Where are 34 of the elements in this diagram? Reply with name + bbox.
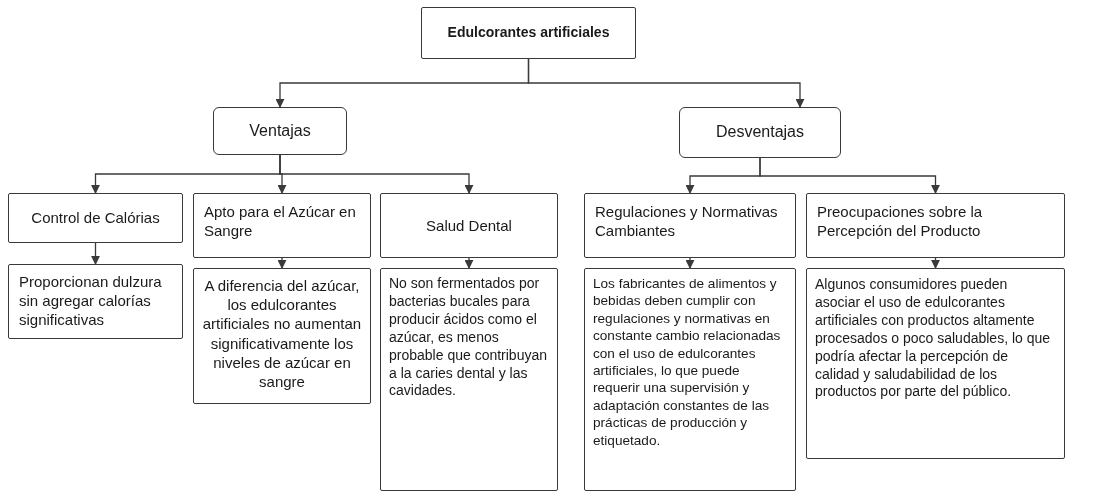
arrow xyxy=(931,257,940,269)
node-text: Desventajas xyxy=(715,122,804,143)
description-box xyxy=(380,268,558,491)
title-box xyxy=(421,7,636,59)
node-text: Los fabricantes de alimentos y bebidas deben cumplir con regulaciones y normativas en constante cambio relacionadas con el uso de edulcorantes artificiales, lo que puede requerir una supervisión y adaptación constantes de las prácticas de producción y etiquetado. xyxy=(593,275,782,449)
node-text: No son fermentados por bacterias bucales para producir ácidos como el azúcar, es menos probable que contribuyan a la caries dental y las cavidades. xyxy=(389,275,548,401)
arrow xyxy=(277,257,287,269)
description-box xyxy=(584,268,796,491)
arrow xyxy=(759,157,940,194)
node-text: Edulcorantes artificiales xyxy=(447,24,610,42)
arrow xyxy=(91,242,100,265)
category-box xyxy=(679,107,841,158)
node-text: Algunos consumidores pueden asociar el uso de edulcorantes artificiales con productos altamente procesados o poco saludables, lo que podría afectar la percepción de calidad y saludabilidad de los productos por parte del público. xyxy=(815,276,1052,402)
heading-box xyxy=(584,193,796,258)
heading-box xyxy=(193,193,371,258)
description-box xyxy=(806,268,1065,459)
description-box xyxy=(8,264,183,339)
node-text: A diferencia del azúcar, los edulcorantes artificiales no aumentan significativamente los niveles de azúcar en sangre xyxy=(202,276,362,392)
node-text: Regulaciones y Normativas Cambiantes xyxy=(595,202,779,241)
arrow xyxy=(685,257,695,269)
node-text: Ventajas xyxy=(249,120,311,141)
heading-box xyxy=(380,193,558,258)
node-text: Proporcionan dulzura sin agregar calorías significativas xyxy=(19,272,163,330)
node-text: Apto para el Azúcar en Sangre xyxy=(204,202,357,241)
arrow xyxy=(527,58,805,108)
arrow xyxy=(279,154,474,194)
node-text: Salud Dental xyxy=(426,215,512,236)
heading-box xyxy=(8,193,183,243)
heading-box xyxy=(806,193,1065,258)
node-text: Preocupaciones sobre la Percepción del Producto xyxy=(817,202,984,241)
description-box xyxy=(193,268,371,404)
node-text: Control de Calórias xyxy=(31,208,160,228)
category-box xyxy=(213,107,347,155)
arrow xyxy=(464,257,474,269)
